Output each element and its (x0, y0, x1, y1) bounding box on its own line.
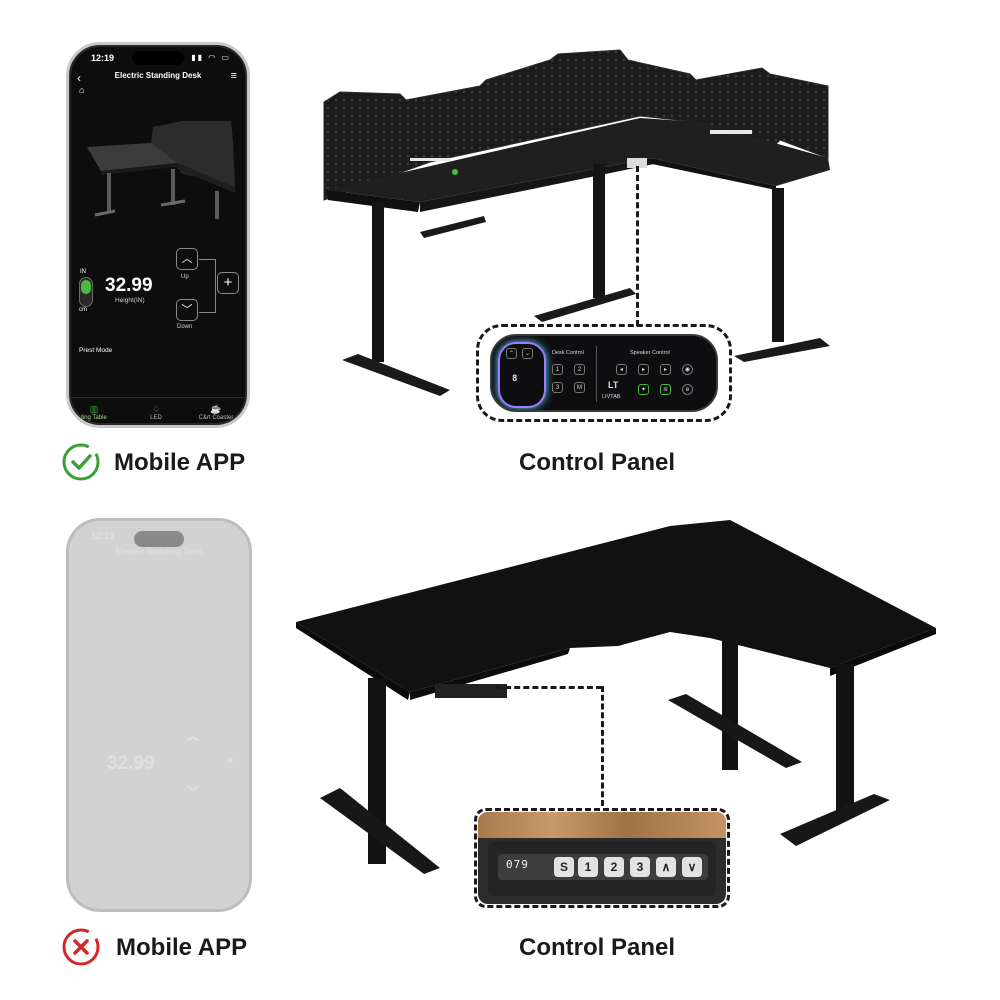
status-time: 12:19 (91, 531, 115, 541)
cup-icon: ☕ (210, 404, 222, 414)
up-key[interactable]: ⌃ (506, 348, 517, 359)
wifi-key[interactable]: ≋ (660, 384, 671, 395)
led-control-panel: ⌃ ⌄ 8 Desk Control 1 2 3 M Speaker Contr… (490, 334, 718, 412)
bulb-icon: ♢ (151, 404, 161, 414)
desk-icon: ▥ (89, 404, 99, 414)
speaker-control-label: Speaker Control (630, 350, 670, 356)
app-title: Electric Standing Desk (114, 71, 202, 80)
mobile-app-phone-unavailable: 12:19 Electric Standing Desk 32.99 ︿ ﹀ + (66, 518, 252, 912)
bluetooth-key[interactable]: ʙ (682, 384, 693, 395)
control-panel-inset-frame (476, 324, 732, 422)
preset-key-2[interactable]: 2 (604, 857, 624, 877)
caption-control-panel-bottom: Control Panel (519, 934, 676, 961)
up-key[interactable]: ∧ (656, 857, 676, 877)
play-pause-key[interactable]: ▸ (638, 364, 649, 375)
menu-icon[interactable]: ≡ (230, 70, 237, 82)
down-label: Down (177, 324, 193, 330)
tab-standing-table[interactable]: ▥ting Table (69, 404, 119, 421)
caption-mobile-app-supported: Mobile APP (114, 449, 246, 476)
chevron-down-icon: ﹀ (187, 785, 200, 799)
keypad-strip (498, 854, 708, 880)
back-icon[interactable]: ‹ (77, 71, 81, 85)
height-label: Height(IN) (115, 297, 145, 304)
unit-toggle[interactable] (79, 277, 93, 307)
callout-leader-line-h (496, 686, 602, 689)
height-value: 32.99 (107, 753, 155, 774)
control-panel-inset-frame (474, 808, 730, 908)
preset-key-3[interactable]: 3 (630, 857, 650, 877)
down-key[interactable]: ∨ (682, 857, 702, 877)
app-title: Electric Standing Desk (115, 547, 203, 556)
mobile-app-phone: 12:19 ▮▮ ◠ ▭ ‹ Electric Standing Desk ≡ … (66, 42, 250, 428)
preset-key-2[interactable]: 2 (574, 364, 585, 375)
up-label: Up (181, 274, 189, 280)
rgb-glow-ring (498, 342, 546, 408)
memory-key[interactable]: M (574, 382, 585, 393)
unit-cm-label: cm (79, 307, 87, 313)
dynamic-island (132, 51, 184, 65)
brand-name: LIVTAB (602, 394, 621, 400)
cross-icon (62, 928, 100, 966)
brand-logo-icon: LT (608, 380, 619, 390)
chevron-down-icon: ﹀ (181, 304, 193, 316)
volume-key[interactable]: ◉ (682, 364, 693, 375)
status-time: 12:19 (91, 53, 115, 63)
wood-desktop-texture (478, 812, 726, 838)
lock-icon[interactable]: ⌂ (79, 85, 85, 95)
status-icons: ▮▮ ◠ ▭ (191, 53, 231, 62)
next-track-key[interactable]: ▸ (660, 364, 671, 375)
desk-control-label: Desk Control (552, 350, 584, 356)
height-display: 079 (506, 858, 529, 871)
callout-leader-line-v (601, 686, 604, 806)
up-button[interactable]: ︿ (176, 248, 198, 270)
down-button[interactable]: ﹀ (176, 299, 198, 321)
l-desk-plain-image (296, 520, 936, 874)
divider (596, 346, 597, 402)
chevron-up-icon: ︿ (187, 729, 200, 743)
chevron-up-icon: ︿ (181, 253, 193, 265)
preset-key-1[interactable]: 1 (578, 857, 598, 877)
down-key[interactable]: ⌄ (522, 348, 533, 359)
caption-mobile-app-unsupported: Mobile APP (116, 934, 248, 961)
caption-control-panel-top: Control Panel (519, 449, 676, 476)
basic-control-panel: 079 S 1 2 3 ∧ ∨ (478, 812, 726, 904)
height-display: 8 (512, 374, 518, 384)
tab-led[interactable]: ♢LED (131, 404, 181, 421)
unit-in-label: IN (80, 269, 86, 275)
plus-icon: + (227, 753, 235, 767)
preset-key-1[interactable]: 1 (552, 364, 563, 375)
desk-preview-image (87, 121, 235, 219)
light-key[interactable]: ✦ (638, 384, 649, 395)
plus-button[interactable]: + (217, 272, 239, 294)
tab-bar: ▥ting Table ♢LED ☕C&rt Coaster (69, 397, 247, 425)
dynamic-island (134, 531, 184, 547)
callout-leader-line (636, 166, 639, 326)
preset-key-3[interactable]: 3 (552, 382, 563, 393)
button-connector (199, 259, 216, 313)
l-desk-with-pegboard-image (323, 49, 830, 396)
check-icon (62, 443, 100, 481)
height-value: 32.99 (105, 275, 153, 296)
tab-cart-coaster[interactable]: ☕C&rt Coaster (191, 404, 241, 421)
prev-track-key[interactable]: ◂ (616, 364, 627, 375)
preset-mode-label: Prest Mode (79, 347, 113, 354)
save-key[interactable]: S (554, 857, 574, 877)
